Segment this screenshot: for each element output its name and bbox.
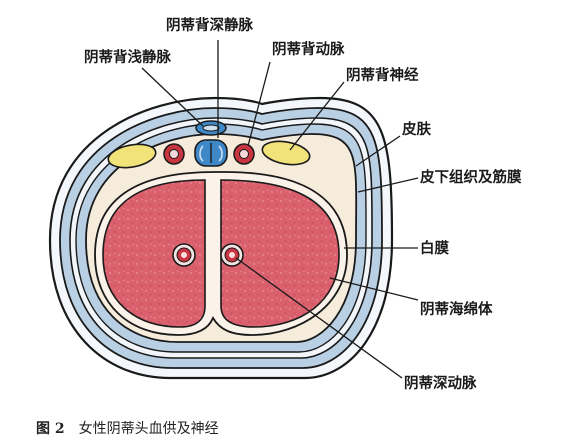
deep-artery-right [220, 243, 244, 267]
label-subcutaneous-fascia: 皮下组织及筋膜 [420, 168, 522, 186]
label-corpus-cavernosum: 阴蒂海绵体 [420, 300, 493, 318]
dorsal-artery-left [163, 143, 185, 165]
label-dorsal-artery: 阴蒂背动脉 [272, 40, 345, 58]
label-skin: 皮肤 [402, 120, 431, 138]
corpus-cavernosum-right [220, 179, 340, 328]
leader-skin [355, 135, 401, 167]
label-tunica-albuginea: 白膜 [420, 239, 449, 257]
dorsal-nerve-right [261, 140, 311, 166]
figure-caption-text: 女性阴蒂头血供及神经 [78, 421, 219, 437]
leader-dorsal-artery [247, 61, 271, 147]
leader-subcutaneous-fascia [357, 177, 419, 193]
leader-superficial-dorsal-vein [141, 67, 204, 127]
label-superficial-dorsal-vein: 阴蒂背浅静脉 [84, 48, 171, 66]
deep-dorsal-vein [194, 139, 228, 167]
label-deep-artery: 阴蒂深动脉 [404, 374, 477, 392]
label-dorsal-nerve: 阴蒂背神经 [346, 66, 419, 84]
figure-number: 图 2 [36, 421, 65, 437]
leader-deep-artery [235, 257, 403, 379]
leader-corpus-cavernosum [329, 277, 419, 301]
leader-dorsal-nerve [289, 81, 345, 151]
dorsal-nerve-left [107, 143, 157, 169]
label-deep-dorsal-vein: 阴蒂背深静脉 [166, 16, 253, 34]
figure-caption: 图 2 女性阴蒂头血供及神经 [36, 418, 219, 438]
deep-artery-left [172, 243, 196, 267]
dorsal-artery-right [233, 143, 255, 165]
corpus-cavernosum-left [102, 179, 206, 328]
